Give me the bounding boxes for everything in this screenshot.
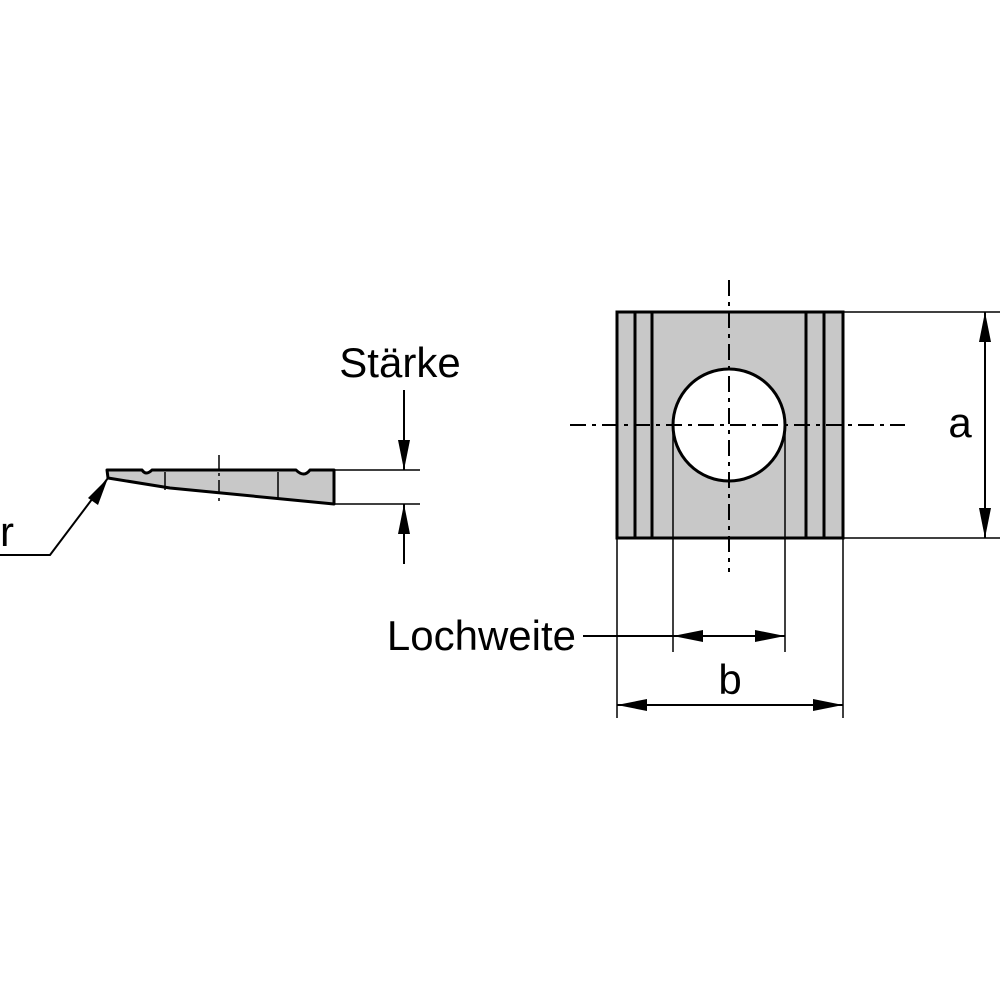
label-lochweite: Lochweite <box>387 612 576 659</box>
staerke-arrow-up <box>398 504 410 534</box>
lochweite-arrow-right <box>755 630 785 642</box>
radius-arrow <box>88 478 108 505</box>
label-r: r <box>0 508 14 555</box>
side-view <box>0 390 420 564</box>
label-a: a <box>948 399 972 446</box>
insert-side-profile <box>105 468 336 506</box>
top-view <box>570 280 1000 718</box>
lochweite-arrow-left <box>673 630 703 642</box>
a-arrow-bottom <box>979 508 991 538</box>
radius-leader-line <box>0 477 109 556</box>
staerke-arrow-down <box>398 440 410 470</box>
label-b: b <box>718 656 741 703</box>
b-arrow-right <box>813 699 843 711</box>
label-staerke: Stärke <box>339 339 460 386</box>
a-arrow-top <box>979 312 991 342</box>
b-arrow-left <box>617 699 647 711</box>
